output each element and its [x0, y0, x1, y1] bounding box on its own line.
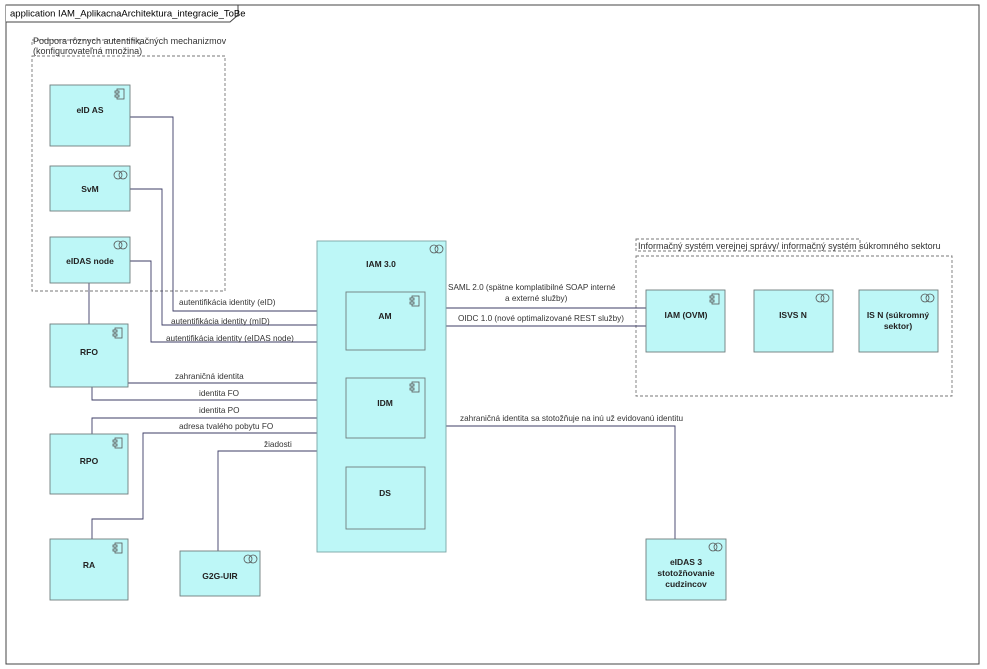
node-am[interactable]: AM: [345, 291, 426, 351]
node-label-line2: sektor): [884, 321, 913, 331]
connector-rfo-idm: [91, 387, 346, 401]
node-label: IAM (OVM): [665, 310, 708, 320]
label-saml-line2: a externé služby): [505, 294, 568, 303]
node-label-line2: stotožňovanie: [657, 568, 714, 578]
node-label: IDM: [377, 398, 393, 408]
node-svm[interactable]: SvM: [49, 165, 131, 212]
node-label-line3: cudzincov: [665, 579, 707, 589]
label-auth-mid: autentifikácia identity (mID): [171, 317, 270, 326]
connector-eidas-am: [130, 260, 346, 343]
node-iam-ovm[interactable]: IAM (OVM): [645, 289, 726, 353]
node-eidas3[interactable]: eIDAS 3 stotožňovanie cudzincov: [645, 538, 727, 601]
node-eid-as[interactable]: eID AS: [49, 84, 131, 147]
node-ra[interactable]: RA: [49, 538, 129, 601]
node-label: DS: [379, 488, 391, 498]
connector-rpo-idm: [91, 417, 346, 434]
label-oidc: OIDC 1.0 (nové optimalizované REST služb…: [458, 314, 624, 323]
label-identity-fo: identita FO: [199, 389, 239, 398]
label-requests: žiadosti: [264, 440, 292, 449]
node-isvs-n[interactable]: ISVS N: [753, 289, 834, 353]
node-label: RFO: [80, 347, 98, 357]
connector-idm-eidas3: [425, 425, 676, 539]
label-foreign-match: zahraničná identita sa stotožňuje na inú…: [460, 414, 683, 423]
node-rfo[interactable]: RFO: [49, 323, 129, 388]
node-is-n[interactable]: IS N (súkromný sektor): [858, 289, 939, 353]
isvs-group-title: Informačný systém verejnej správy/ infor…: [638, 241, 941, 251]
label-auth-eidas: autentifikácia identity (eIDAS node): [166, 334, 294, 343]
frame-title: application IAM_AplikacnaArchitektura_in…: [10, 9, 246, 20]
connector-ra-idm: [91, 432, 346, 539]
auth-group-title-line1: Podpora rôznych autentifikačných mechani…: [33, 36, 227, 46]
node-idm[interactable]: IDM: [345, 377, 426, 439]
node-label: AM: [378, 311, 391, 321]
node-g2g-uir[interactable]: G2G-UIR: [179, 550, 261, 597]
node-label: IAM 3.0: [366, 259, 396, 269]
node-label-line1: IS N (súkromný: [867, 310, 930, 320]
label-auth-eid: autentifikácia identity (eID): [179, 298, 276, 307]
connector-eid-am: [130, 116, 346, 312]
node-label: SvM: [81, 184, 98, 194]
connector-mid-am: [130, 188, 346, 326]
auth-group-title-line2: (konfigurovateľná množina): [33, 46, 142, 56]
label-address-fo: adresa tvalého pobytu FO: [179, 422, 273, 431]
connector-g2g-idm: [217, 450, 346, 551]
label-foreign-identity: zahraničná identita: [175, 372, 244, 381]
node-label-line1: eIDAS 3: [670, 557, 702, 567]
diagram-frame: application IAM_AplikacnaArchitektura_in…: [5, 4, 980, 665]
node-ds[interactable]: DS: [345, 466, 426, 530]
label-identity-po: identita PO: [199, 406, 240, 415]
node-label: ISVS N: [779, 310, 807, 320]
auth-mechanisms-group: Podpora rôznych autentifikačných mechani…: [31, 36, 227, 292]
node-label: eID AS: [76, 105, 103, 115]
node-label: RA: [83, 560, 95, 570]
node-label: RPO: [80, 456, 99, 466]
label-saml-line1: SAML 2.0 (spätne komplatibilné SOAP inte…: [448, 283, 616, 292]
node-eidas-node[interactable]: eIDAS node: [49, 236, 131, 284]
node-label: eIDAS node: [66, 256, 114, 266]
node-label: G2G-UIR: [202, 571, 237, 581]
node-rpo[interactable]: RPO: [49, 433, 129, 495]
